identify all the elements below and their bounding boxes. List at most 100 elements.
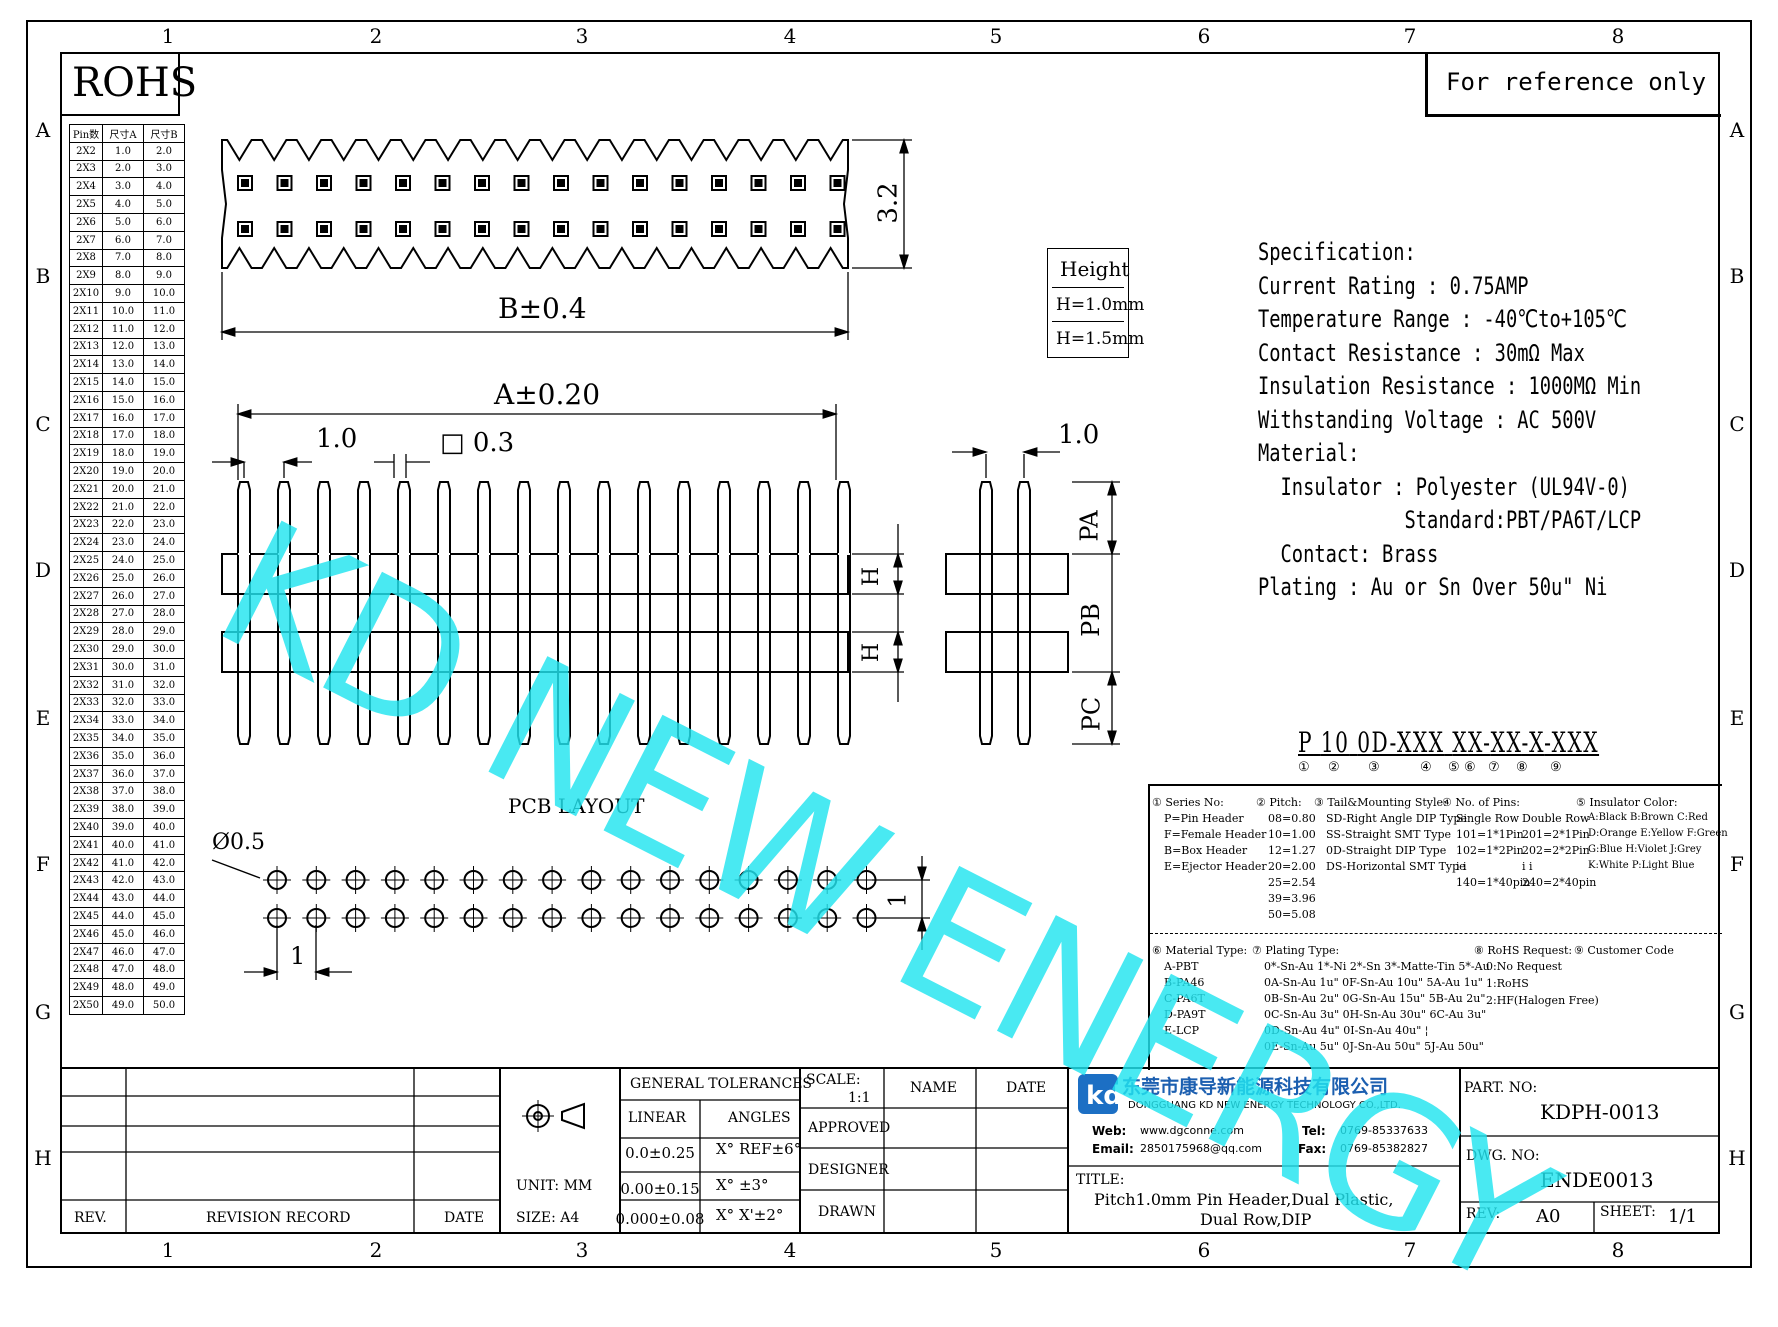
- dimension-arrow: [899, 254, 909, 271]
- dimension-arrow: [263, 967, 280, 977]
- tb-dwg-no-label: DWG. NO:: [1466, 1148, 1540, 1164]
- legend-item: D-PA9T: [1164, 1008, 1206, 1021]
- tb-tol-linear: 0.000±0.08: [615, 1210, 705, 1228]
- dim-h1: H: [859, 566, 885, 587]
- dim-pitch-right: 1.0: [1058, 420, 1100, 450]
- legend-item: P=Pin Header: [1164, 812, 1244, 825]
- top-view-pin-core: [754, 179, 763, 187]
- code-marker: ⑧: [1516, 760, 1528, 775]
- row-label-right: G: [1729, 1000, 1745, 1024]
- top-view-pin-core: [241, 179, 249, 187]
- row-label-right: D: [1728, 558, 1746, 582]
- row-label-left: E: [35, 706, 51, 730]
- row-label-right: H: [1728, 1146, 1746, 1170]
- legend-item: 20=2.00: [1268, 860, 1316, 873]
- dimension-arrow: [1107, 669, 1117, 686]
- code-xx: XX: [1490, 726, 1522, 759]
- dimension-arrow: [893, 580, 903, 597]
- tb-part-no-label: PART. NO:: [1464, 1080, 1538, 1096]
- tb-date2: DATE: [1006, 1080, 1047, 1096]
- top-view-pin: [671, 221, 688, 237]
- height-row-1: H=1.0mm: [1056, 295, 1145, 315]
- tb-sheet-value: 1/1: [1668, 1206, 1697, 1227]
- code-x2: X-: [1468, 726, 1491, 759]
- dimension-arrow: [893, 551, 903, 568]
- column-label-top: 4: [783, 24, 797, 48]
- legend-item: 0C-Sn-Au 3u" 0H-Sn-Au 30u" 6C-Au 3u": [1264, 1008, 1487, 1021]
- code-marker: ⑥: [1464, 760, 1476, 775]
- projection-symbol: [561, 1102, 585, 1130]
- header-pin: [717, 481, 731, 745]
- dim-pcb-row: 1: [883, 892, 912, 908]
- code-x3: -X: [1521, 726, 1545, 759]
- legend-item: i i: [1456, 860, 1467, 873]
- legend-item: 240=2*40pin: [1522, 876, 1597, 889]
- web-value: www.dgconne.com: [1140, 1124, 1244, 1137]
- legend-item: 08=0.80: [1268, 812, 1316, 825]
- top-view-pin: [474, 175, 490, 191]
- top-view-pin-core: [794, 225, 802, 233]
- header-pin: [837, 481, 851, 745]
- top-view-pin: [750, 175, 767, 191]
- spec-line: Material:: [1258, 439, 1360, 467]
- dimension-arrow: [1107, 730, 1117, 747]
- top-view-pin-core: [359, 179, 368, 187]
- spec-line: Contact Resistance : 30mΩ Max: [1258, 338, 1585, 367]
- top-view-pin: [513, 221, 530, 237]
- legend-item: 140=1*40pin: [1456, 876, 1531, 889]
- legend-item: E-LCP: [1164, 1024, 1200, 1037]
- legend-item: C-PA6T: [1164, 992, 1205, 1005]
- tb-name: NAME: [910, 1080, 957, 1096]
- dim-pa: PA: [1075, 510, 1104, 542]
- top-view-pin: [237, 221, 253, 237]
- column-label-top: 2: [369, 24, 383, 48]
- dimension-line: [211, 859, 261, 879]
- title-block-lines: kd: [62, 1067, 1718, 1232]
- legend-title: ⑨ Customer Code: [1574, 944, 1674, 957]
- top-view-pin: [474, 221, 490, 237]
- column-label-top: 1: [161, 24, 175, 48]
- column-label-top: 3: [575, 24, 589, 48]
- dim-a: A±0.20: [494, 378, 601, 411]
- code-x1: X: [1452, 726, 1469, 759]
- tb-title-line2: Dual Row,DIP: [1200, 1210, 1312, 1229]
- spec-line: Plating : Au or Sn Over 50u" Ni: [1258, 573, 1608, 601]
- header-pin: [517, 481, 531, 745]
- pcb-layout: [263, 866, 881, 932]
- tb-designer: DESIGNER: [808, 1162, 889, 1178]
- code-marker: ⑨: [1550, 760, 1562, 775]
- top-view-pin: [632, 221, 648, 237]
- column-label-bottom: 6: [1197, 1238, 1211, 1262]
- tb-rev: REV.: [74, 1210, 107, 1226]
- tb-size: SIZE: A4: [516, 1210, 580, 1226]
- pin-table-cell: 29.0: [143, 622, 185, 642]
- legend-item: B-PA46: [1164, 976, 1205, 989]
- code-marker: ⑤: [1448, 760, 1460, 775]
- inner-border: [60, 52, 1720, 1234]
- dim-height-3-2: 3.2: [873, 182, 904, 224]
- legend-item: i i: [1522, 860, 1533, 873]
- legend-item: 0E-Sn-Au 5u" 0J-Sn-Au 50u" 5J-Au 50u": [1264, 1040, 1484, 1053]
- top-view-pin: [671, 175, 688, 191]
- legend-item: 50=5.08: [1268, 908, 1316, 921]
- pin-table-cell: 49.0: [102, 996, 144, 1015]
- top-view-pin-core: [399, 225, 407, 233]
- top-view-pin: [434, 175, 451, 191]
- dimension-arrow: [917, 866, 927, 883]
- dimension-arrow: [281, 457, 298, 467]
- part-code-string: P 10 0D-XXX XX-XX-X-XXX: [1298, 726, 1716, 759]
- top-view-pin: [592, 221, 609, 237]
- code-marker: ②: [1328, 760, 1340, 775]
- header-pin: [597, 481, 611, 745]
- dim-pb: PB: [1076, 603, 1105, 637]
- legend-title: ⑦ Plating Type:: [1252, 944, 1340, 957]
- row-label-right: B: [1729, 264, 1745, 288]
